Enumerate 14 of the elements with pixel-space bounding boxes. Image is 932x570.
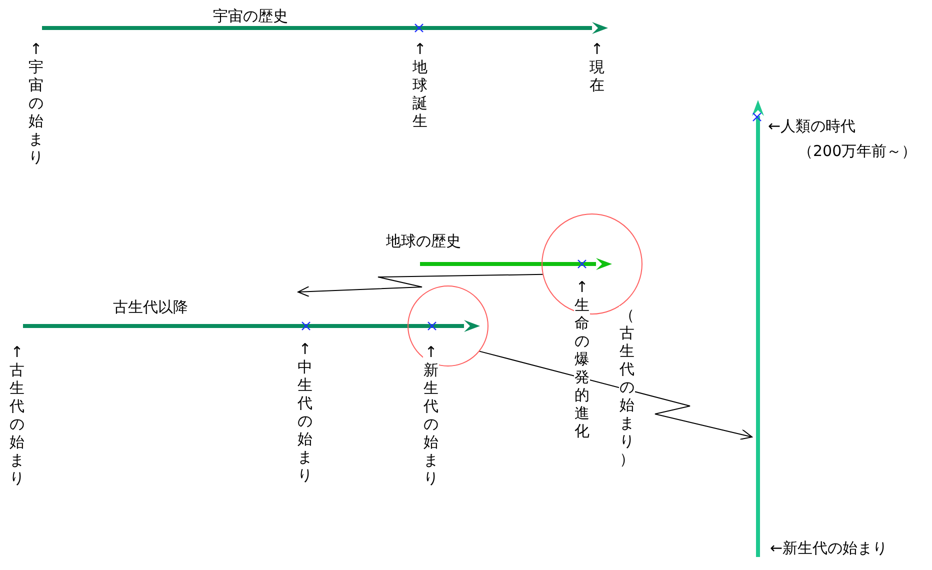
zigzag-arrow: [298, 274, 544, 298]
event-label: ↑地球誕生: [412, 40, 428, 130]
event-label: ↑現在: [589, 40, 605, 94]
zigzag-arrow: [478, 350, 752, 440]
event-label: ↑中生代の始まり: [297, 340, 313, 484]
timeline-title: 宇宙の歴史: [213, 8, 288, 24]
timeline-title: 古生代以降: [113, 299, 188, 316]
event-label: ←人類の時代: [768, 118, 856, 134]
event-note: （古生代の始まり）: [619, 306, 635, 468]
event-label: ↑古生代の始まり: [9, 343, 25, 487]
event-label: ↑生命の爆発的進化: [574, 278, 590, 440]
event-label: ↑宇宙の始まり: [28, 40, 44, 166]
event-label: ↑新生代の始まり: [423, 343, 439, 487]
timeline-title: 地球の歴史: [386, 233, 461, 250]
